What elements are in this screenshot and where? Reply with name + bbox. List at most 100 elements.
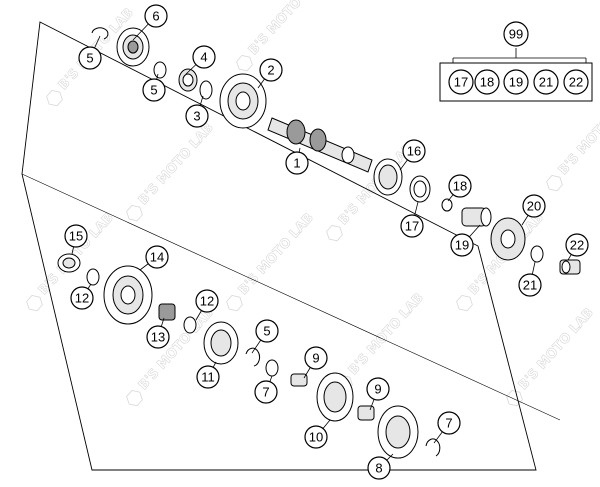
part-gear-8 — [377, 405, 419, 459]
kit-member-callout-21: 21 — [533, 69, 559, 95]
callout-label: 5 — [150, 83, 157, 98]
part-callout-15: 15 — [64, 224, 88, 248]
callout-label: 5 — [86, 51, 93, 66]
part-gear-2 — [219, 73, 267, 129]
part-callout-19: 19 — [450, 233, 474, 257]
part-bearing-15 — [57, 253, 81, 273]
part-washer-5a — [153, 61, 167, 79]
kit-member-callout-18: 18 — [474, 69, 500, 95]
callout-circle — [563, 69, 589, 95]
watermark-hex-icon — [26, 295, 43, 312]
callout-label: 17 — [405, 219, 419, 234]
part-bushing-4 — [178, 68, 198, 92]
watermark-tile: B'S MOTO LAB — [226, 210, 317, 312]
callout-circle — [254, 380, 278, 404]
callout-circle — [533, 69, 559, 95]
part-callout-8: 8 — [367, 456, 391, 480]
callout-label: 18 — [480, 75, 494, 90]
callout-label: 3 — [193, 109, 200, 124]
callout-label: 4 — [200, 50, 207, 65]
part-washer-7a — [265, 359, 279, 377]
callout-circle — [196, 365, 220, 389]
part-callout-12: 12 — [70, 286, 94, 310]
part-bushing-9a — [290, 373, 308, 387]
callout-circle — [366, 377, 390, 401]
watermark-text: B'S MOTO LAB — [246, 0, 327, 58]
part-gear-11 — [203, 321, 239, 365]
frame-divider — [21, 173, 561, 421]
callout-label: 11 — [201, 370, 215, 385]
assembly-frame — [21, 21, 537, 471]
callout-label: 9 — [312, 351, 319, 366]
part-callout-18: 18 — [448, 174, 472, 198]
watermark-text: B'S MOTO LAB — [346, 291, 427, 379]
part-callout-10: 10 — [304, 425, 328, 449]
kit-group-99: 99 17 18 19 21 22 — [439, 21, 593, 102]
kit-callout-99: 99 — [503, 21, 529, 47]
callout-circle — [448, 174, 472, 198]
kit-member-callout-19: 19 — [503, 69, 529, 95]
callout-circle — [195, 289, 219, 313]
callout-label: 6 — [152, 9, 159, 24]
callout-circle — [255, 319, 279, 343]
part-oring-18 — [441, 198, 453, 212]
part-bushing-9b — [357, 405, 375, 421]
part-callout-2: 2 — [259, 58, 283, 82]
callout-circle — [64, 224, 88, 248]
watermark-hex-icon — [506, 390, 523, 407]
callout-circle — [474, 69, 500, 95]
part-callout-21: 21 — [518, 273, 542, 297]
part-circlip-upper — [91, 27, 109, 40]
callout-label: 19 — [455, 238, 469, 253]
watermark-text: B'S MOTO LAB — [556, 91, 600, 179]
watermark-tile: B'S MOTO LAB — [546, 90, 600, 192]
watermark-hex-icon — [46, 90, 63, 107]
callout-label: 17 — [454, 75, 468, 90]
part-washer-12a — [86, 268, 100, 286]
callout-label: 15 — [69, 229, 83, 244]
callout-circle — [146, 325, 170, 349]
callout-circle — [402, 139, 426, 163]
callout-circle — [448, 69, 474, 95]
callout-label: 22 — [569, 75, 583, 90]
callout-circle — [185, 104, 209, 128]
watermark-text: B'S MOTO LAB — [236, 211, 317, 299]
part-callout-7: 7 — [437, 411, 461, 435]
callout-circle — [565, 233, 589, 257]
part-callout-3: 3 — [185, 104, 209, 128]
part-bushing-19 — [461, 207, 492, 227]
part-callout-5: 5 — [78, 46, 102, 70]
watermark-hex-icon — [326, 225, 343, 242]
callout-circle — [142, 78, 166, 102]
part-gear-6 — [116, 27, 150, 67]
callout-label: 5 — [263, 324, 270, 339]
part-mainshaft-1 — [267, 117, 373, 173]
watermark-tile: B'S MOTO LAB — [126, 120, 217, 222]
callout-circle — [285, 151, 309, 175]
callout-label: 7 — [262, 385, 269, 400]
part-callout-9: 9 — [304, 346, 328, 370]
callout-label: 18 — [453, 179, 467, 194]
kit-member-callout-17: 17 — [448, 69, 474, 95]
callout-label: 21 — [539, 75, 553, 90]
callout-label: 13 — [151, 330, 165, 345]
callout-circle — [304, 425, 328, 449]
part-callout-16: 16 — [402, 139, 426, 163]
part-washer-21 — [530, 245, 544, 263]
callout-circle — [522, 194, 546, 218]
part-callout-14: 14 — [145, 245, 169, 269]
callout-circle — [78, 46, 102, 70]
callout-label: 21 — [523, 278, 537, 293]
part-callout-13: 13 — [146, 325, 170, 349]
part-callout-17: 17 — [400, 214, 424, 238]
part-callout-4: 4 — [192, 45, 216, 69]
part-callout-22: 22 — [565, 233, 589, 257]
kit-member-callout-22: 22 — [563, 69, 589, 95]
part-callout-11: 11 — [196, 365, 220, 389]
part-gear-10 — [316, 372, 354, 422]
callout-circle — [144, 4, 168, 28]
part-washer-3 — [199, 80, 213, 100]
callout-label: 7 — [445, 416, 452, 431]
kit-members: 17 18 19 21 22 — [448, 69, 589, 95]
